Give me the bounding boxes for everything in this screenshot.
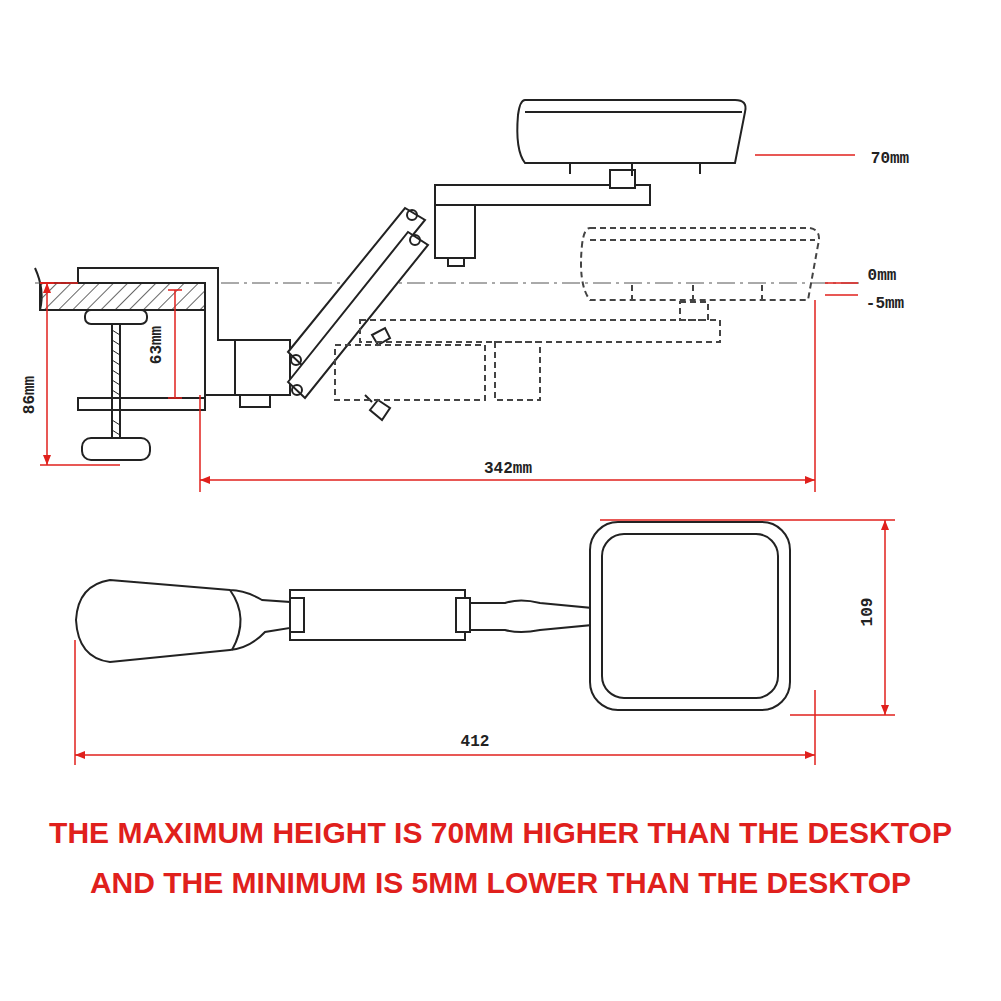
clamp-dimension: 63mm: [148, 324, 166, 366]
clamp-dimension: 86mm: [21, 374, 39, 416]
height-dimension: 70mm: [869, 150, 911, 168]
caption-note: THE MAXIMUM HEIGHT IS 70MM HIGHER THAN T…: [40, 808, 961, 908]
length-dimension: 412: [459, 733, 492, 751]
height-dimension: 0mm: [866, 267, 899, 285]
height-dimension: -5mm: [864, 295, 906, 313]
length-dimension: 342mm: [482, 460, 534, 478]
width-dimension: 109: [859, 596, 877, 629]
